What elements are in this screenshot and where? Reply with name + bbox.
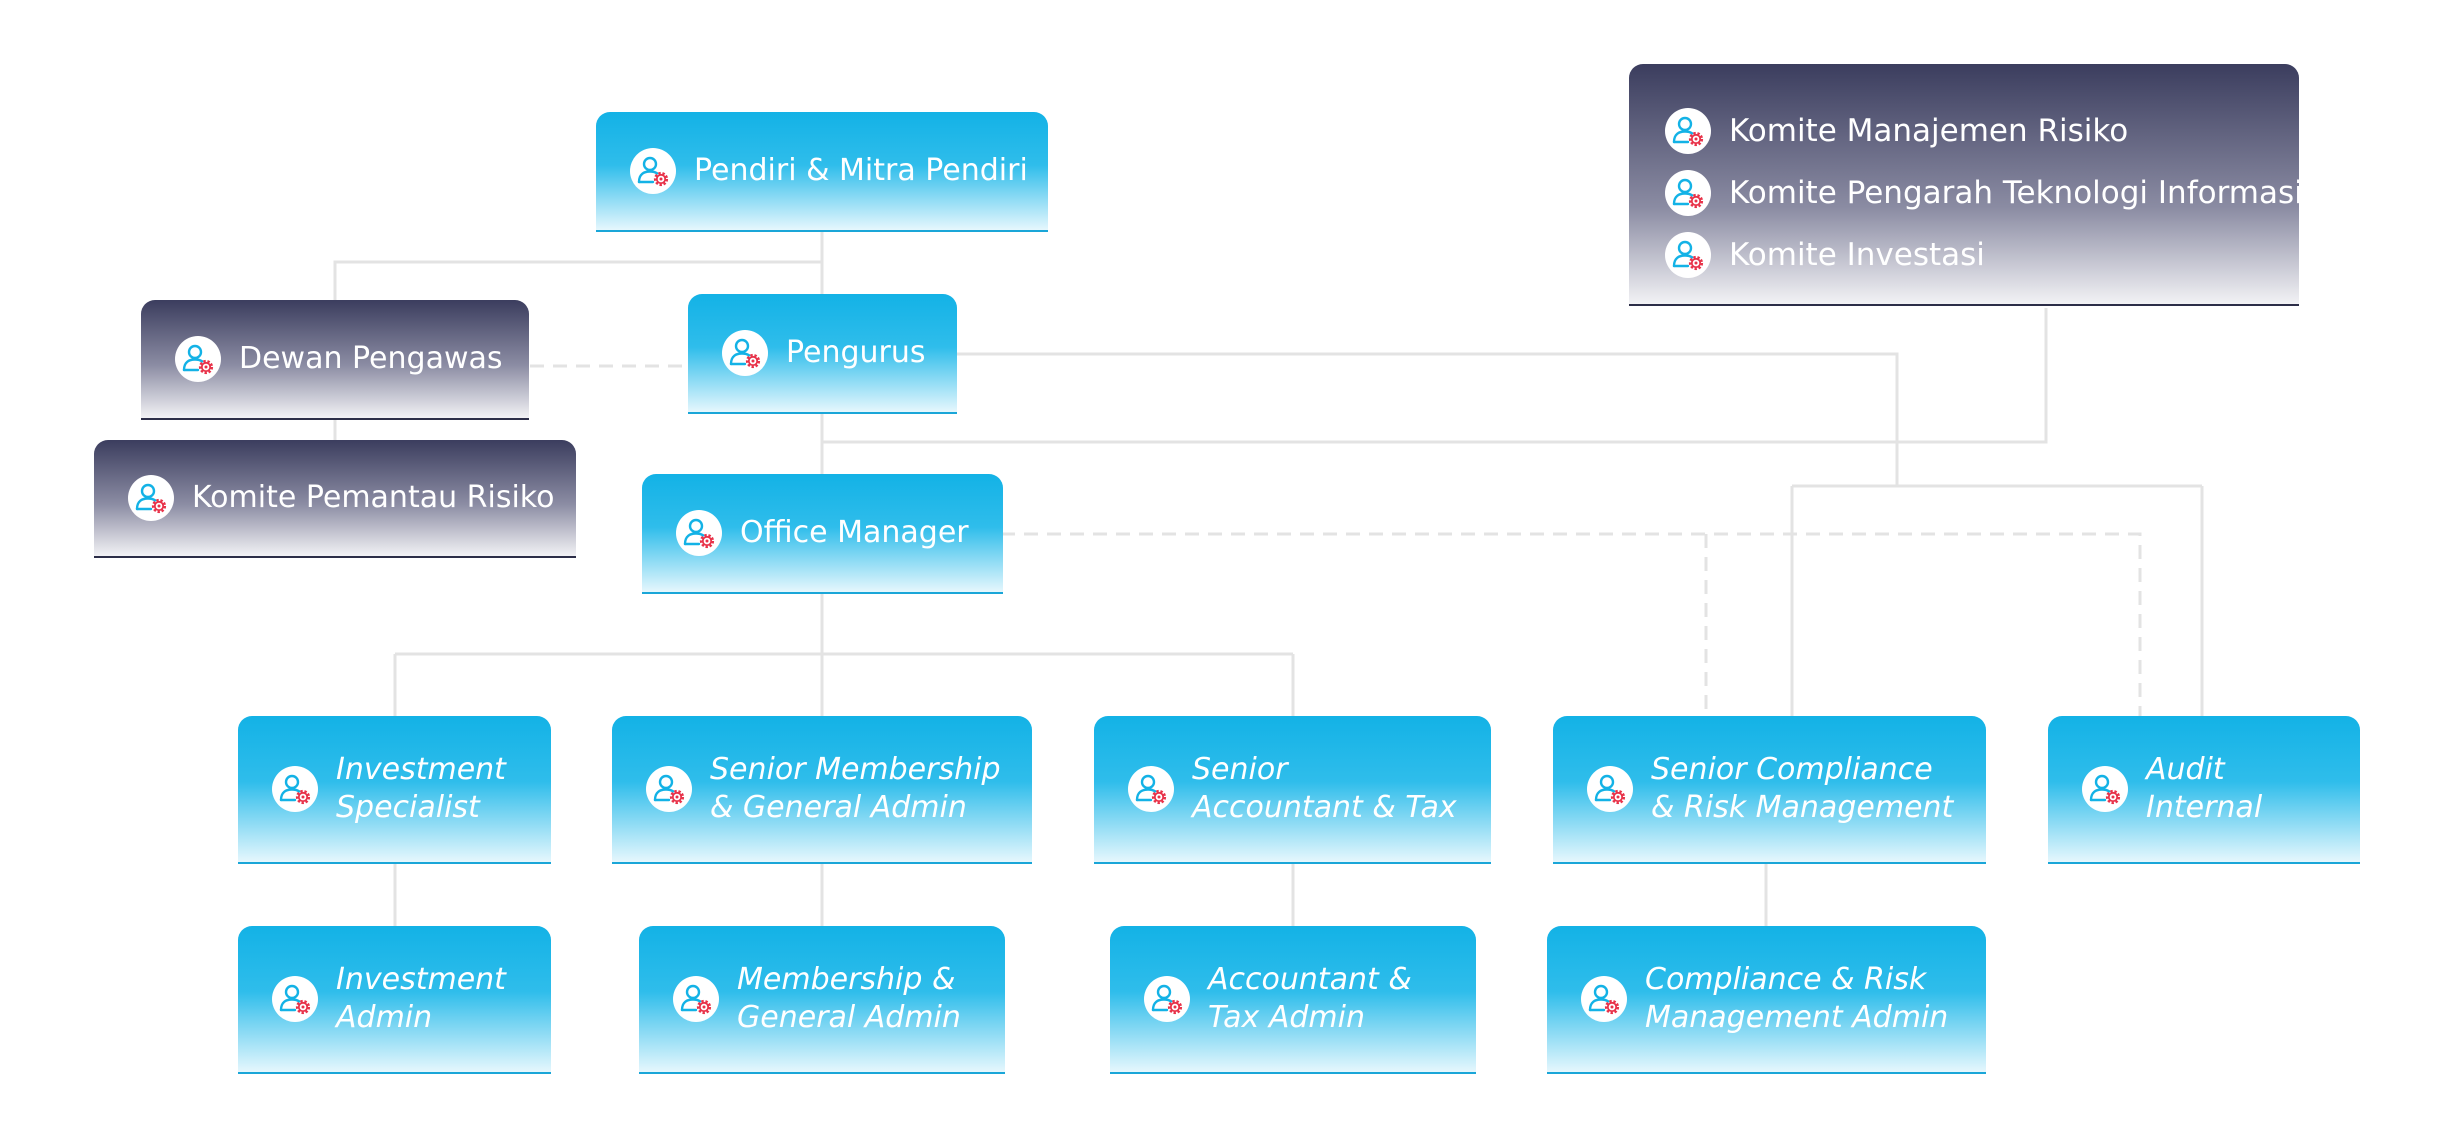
node-pendiri-mitra-pendiri[interactable]: Pendiri & Mitra Pendiri	[596, 112, 1048, 232]
node-label: Senior Membership & General Admin	[710, 751, 1001, 827]
node-label-line-1: Senior Compliance	[1651, 752, 1933, 787]
node-label: Audit Internal	[2146, 751, 2262, 827]
user-gear-icon	[2082, 766, 2128, 812]
node-dewan-pengawas[interactable]: Dewan Pengawas	[141, 300, 529, 420]
user-gear-icon	[722, 330, 768, 376]
node-label-line-2: General Admin	[737, 1000, 961, 1035]
dashed-office-to-compliance-audit	[1001, 532, 2142, 716]
user-gear-icon	[630, 148, 676, 194]
user-gear-icon	[128, 475, 174, 521]
node-komite-pemantau-risiko[interactable]: Komite Pemantau Risiko	[94, 440, 576, 558]
node-label: Pengurus	[786, 335, 926, 370]
node-office-manager[interactable]: Office Manager	[642, 474, 1003, 594]
committee-label: Komite Investasi	[1729, 237, 1985, 273]
node-label-line-2: Admin	[336, 1000, 433, 1035]
user-gear-icon	[673, 976, 719, 1022]
node-senior-membership[interactable]: Senior Membership & General Admin	[612, 716, 1032, 864]
committee-label: Komite Pengarah Teknologi Informasi	[1729, 175, 2303, 211]
line-pengurus-to-compliance-audit	[955, 352, 1899, 486]
user-gear-icon	[272, 766, 318, 812]
user-gear-icon	[175, 336, 221, 382]
node-label: Pendiri & Mitra Pendiri	[694, 153, 1028, 188]
user-gear-icon	[1665, 108, 1711, 154]
node-label-line-2: Management Admin	[1645, 1000, 1949, 1035]
committee-item[interactable]: Komite Pengarah Teknologi Informasi	[1665, 162, 2303, 224]
node-label-line-1: Compliance & Risk	[1645, 962, 1927, 997]
node-audit-internal[interactable]: Audit Internal	[2048, 716, 2360, 864]
node-senior-compliance[interactable]: Senior Compliance & Risk Management	[1553, 716, 1986, 864]
node-label-line-1: Investment	[336, 962, 506, 997]
line-pengurus-to-committee	[822, 308, 2048, 444]
node-label-line-1: Senior Membership	[710, 752, 1001, 787]
node-label: Senior Compliance & Risk Management	[1651, 751, 1953, 827]
node-label-line-1: Membership &	[737, 962, 956, 997]
committee-panel: Komite Manajemen Risiko Komite Pengarah …	[1629, 64, 2303, 306]
node-label-line-2: Tax Admin	[1208, 1000, 1365, 1035]
node-membership-admin[interactable]: Membership & General Admin	[639, 926, 1005, 1074]
committee-item[interactable]: Komite Manajemen Risiko	[1665, 100, 2299, 162]
node-pengurus[interactable]: Pengurus	[688, 294, 957, 414]
node-label-line-2: & General Admin	[710, 790, 967, 825]
line-pendiri-to-dewan	[333, 260, 822, 300]
node-label-line-1: Accountant &	[1208, 962, 1412, 997]
user-gear-icon	[1581, 976, 1627, 1022]
node-label: Investment Specialist	[336, 751, 506, 827]
user-gear-icon	[1665, 232, 1711, 278]
user-gear-icon	[676, 510, 722, 556]
user-gear-icon	[1144, 976, 1190, 1022]
node-label: Accountant & Tax Admin	[1208, 961, 1412, 1037]
node-senior-accountant[interactable]: Senior Accountant & Tax	[1094, 716, 1491, 864]
user-gear-icon	[1587, 766, 1633, 812]
node-label: Komite Pemantau Risiko	[192, 480, 555, 515]
node-compliance-admin[interactable]: Compliance & Risk Management Admin	[1547, 926, 1986, 1074]
node-label-line-1: Investment	[336, 752, 506, 787]
node-label-line-2: Accountant & Tax	[1192, 790, 1457, 825]
committee-label: Komite Manajemen Risiko	[1729, 113, 2129, 149]
node-label-line-2: & Risk Management	[1651, 790, 1954, 825]
node-label: Senior Accountant & Tax	[1192, 751, 1457, 827]
node-label-line-2: Internal	[2146, 790, 2263, 825]
node-label-line-2: Specialist	[336, 790, 480, 825]
committee-item[interactable]: Komite Investasi	[1665, 224, 2299, 286]
node-label: Membership & General Admin	[737, 961, 961, 1037]
user-gear-icon	[272, 976, 318, 1022]
node-label: Compliance & Risk Management Admin	[1645, 961, 1948, 1037]
node-label: Office Manager	[740, 515, 969, 550]
node-label: Investment Admin	[336, 961, 506, 1037]
user-gear-icon	[1665, 170, 1711, 216]
user-gear-icon	[1128, 766, 1174, 812]
node-label: Dewan Pengawas	[239, 341, 503, 376]
node-investment-specialist[interactable]: Investment Specialist	[238, 716, 551, 864]
node-label-line-1: Senior	[1192, 752, 1288, 787]
node-label-line-1: Audit	[2146, 752, 2225, 787]
node-accountant-admin[interactable]: Accountant & Tax Admin	[1110, 926, 1476, 1074]
node-investment-admin[interactable]: Investment Admin	[238, 926, 551, 1074]
user-gear-icon	[646, 766, 692, 812]
